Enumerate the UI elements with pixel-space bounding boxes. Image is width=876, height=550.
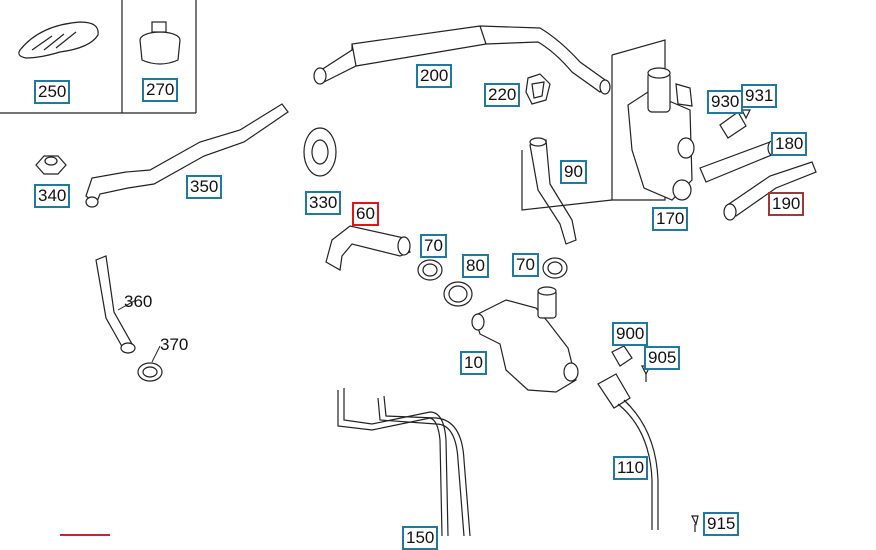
label-180[interactable]: 180: [771, 132, 808, 156]
label-10[interactable]: 10: [460, 351, 487, 375]
part-930-bracket[interactable]: [719, 111, 747, 139]
part-180-hose[interactable]: [699, 140, 777, 183]
parts-diagram: [0, 0, 817, 536]
label-200[interactable]: 200: [416, 64, 453, 88]
label-250[interactable]: 250: [34, 80, 71, 104]
part-350-hose[interactable]: [85, 103, 289, 208]
label-170[interactable]: 170: [652, 207, 689, 231]
label-110[interactable]: 110: [613, 456, 649, 480]
part-270-clamp[interactable]: [139, 21, 181, 65]
part-915-screw[interactable]: [691, 515, 699, 532]
label-915[interactable]: 915: [703, 512, 740, 536]
part-220-clip[interactable]: [525, 73, 551, 105]
part-250-cover[interactable]: [18, 21, 99, 59]
label-330[interactable]: 330: [305, 191, 342, 215]
label-270[interactable]: 270: [142, 78, 179, 102]
part-340-nut[interactable]: [35, 155, 67, 175]
part-190-hose[interactable]: [723, 161, 817, 221]
label-340[interactable]: 340: [34, 184, 71, 208]
label-350[interactable]: 350: [186, 175, 223, 199]
label-70-right[interactable]: 70: [512, 253, 539, 277]
label-900[interactable]: 900: [612, 322, 649, 346]
label-370[interactable]: 370: [160, 335, 189, 354]
part-150-lines[interactable]: [337, 388, 471, 536]
label-930[interactable]: 930: [707, 90, 744, 114]
label-90[interactable]: 90: [560, 160, 587, 184]
part-900-bracket[interactable]: [611, 345, 633, 367]
part-330-seal[interactable]: [303, 127, 337, 177]
part-90-hose[interactable]: [521, 137, 613, 245]
part-60-hose[interactable]: [325, 225, 411, 271]
label-931[interactable]: 931: [741, 84, 778, 108]
part-80-ring[interactable]: [443, 281, 473, 307]
part-200-hose[interactable]: [313, 25, 611, 95]
part-70-clamp-right[interactable]: [542, 257, 568, 279]
label-190[interactable]: 190: [768, 192, 805, 216]
label-150[interactable]: 150: [402, 526, 439, 550]
label-80[interactable]: 80: [462, 254, 489, 278]
part-110-cable[interactable]: [597, 373, 659, 530]
label-360[interactable]: 360: [124, 292, 153, 311]
part-10-pump[interactable]: [471, 286, 579, 393]
label-70-left[interactable]: 70: [420, 234, 447, 258]
label-220[interactable]: 220: [484, 83, 521, 107]
part-170-valve[interactable]: [611, 39, 695, 201]
part-370-clamp[interactable]: [137, 362, 163, 382]
part-931-screw[interactable]: [741, 109, 751, 120]
part-70-clamp-left[interactable]: [417, 259, 443, 281]
leader-lines: [117, 299, 161, 363]
inset-frames: [0, 0, 197, 114]
part-360-hose[interactable]: [95, 255, 136, 354]
label-60-selected[interactable]: 60: [352, 202, 379, 226]
label-905[interactable]: 905: [644, 346, 681, 370]
